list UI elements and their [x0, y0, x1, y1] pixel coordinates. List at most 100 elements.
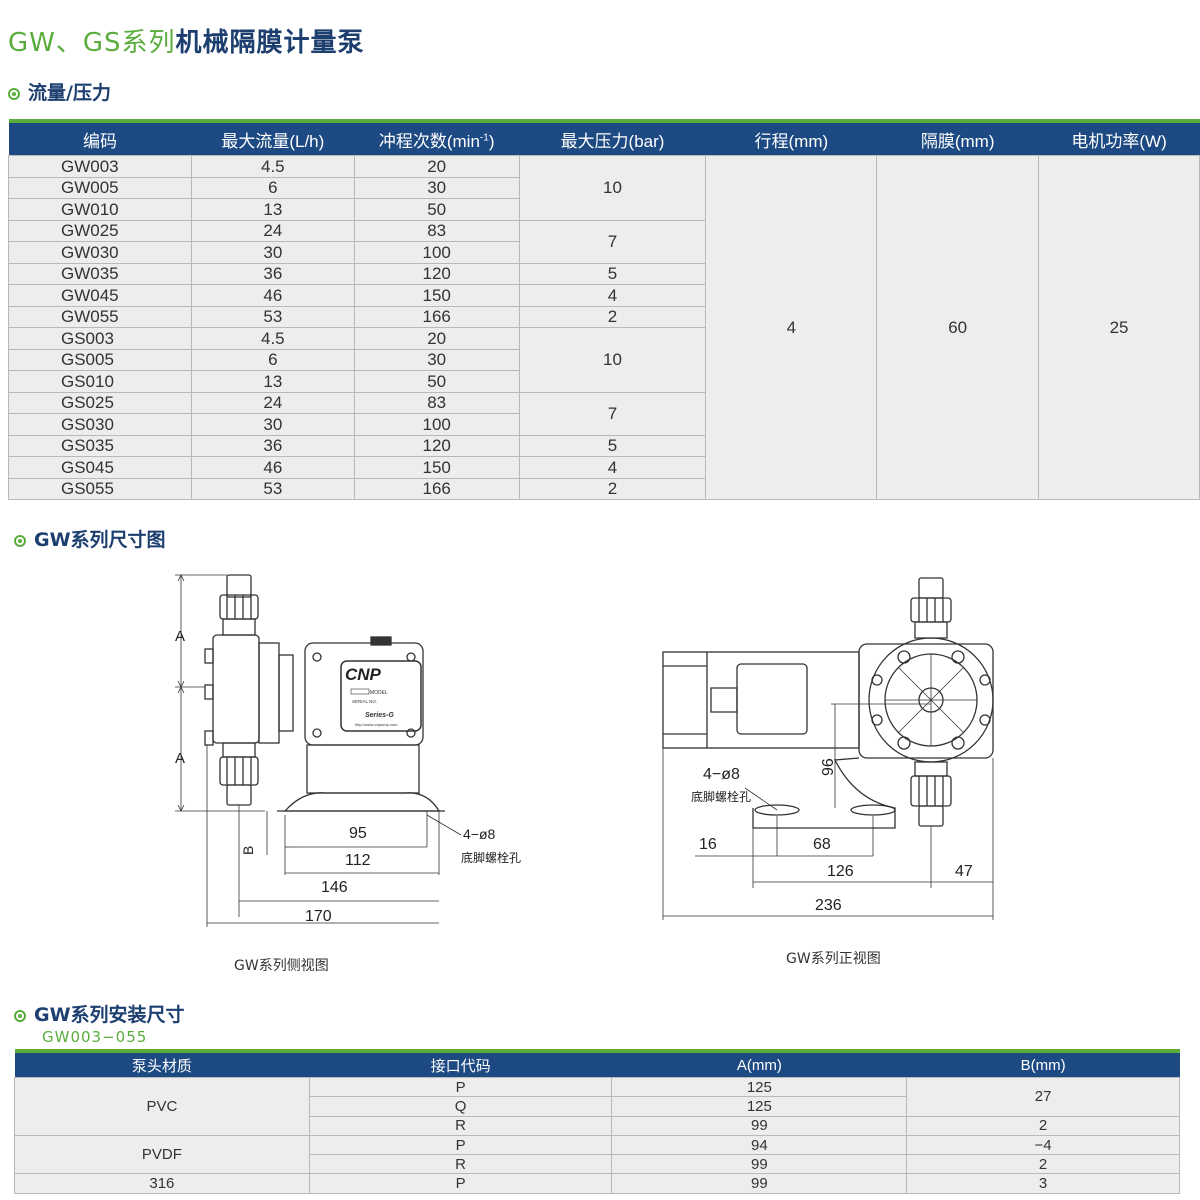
cell-a: 125 — [611, 1096, 908, 1117]
cell-flow: 13 — [190, 198, 355, 221]
brand-logo-text: CNP — [345, 665, 382, 684]
cell-stroke-rate: 50 — [353, 198, 520, 221]
col-header-code: 编码 — [8, 119, 192, 156]
cell-a: 94 — [611, 1134, 908, 1156]
dim-47: 47 — [955, 863, 973, 880]
cell-b: 27 — [906, 1077, 1180, 1117]
cell-a: 99 — [611, 1154, 908, 1175]
col-header-port-code: 接口代码 — [309, 1049, 612, 1078]
cell-material: PVDF — [14, 1134, 310, 1175]
flow-pressure-table: 编码 最大流量(L/h) 冲程次数(min-1) 最大压力(bar) 行程(mm… — [8, 119, 1200, 500]
col-header-diaphragm: 隔膜(mm) — [876, 119, 1039, 156]
cell-a: 99 — [611, 1173, 908, 1194]
cell-port-code: P — [308, 1076, 613, 1098]
dim-16: 16 — [699, 836, 717, 853]
svg-text:Series-G: Series-G — [365, 712, 394, 719]
dim-68: 68 — [813, 836, 831, 853]
cell-b: 3 — [906, 1173, 1180, 1194]
side-view-caption: GW系列侧视图 — [234, 958, 329, 974]
cell-flow: 13 — [190, 370, 355, 393]
svg-text:MODEL: MODEL — [370, 690, 388, 696]
cell-pressure: 10 — [518, 155, 707, 221]
cell-stroke-length: 4 — [705, 155, 878, 500]
cell-flow: 53 — [190, 305, 355, 328]
cell-pressure: 4 — [518, 284, 707, 307]
cell-code: GS045 — [8, 456, 192, 479]
cell-flow: 30 — [190, 413, 355, 436]
dim-236: 236 — [815, 897, 842, 914]
bullet-icon — [14, 534, 26, 547]
cell-pressure: 2 — [518, 305, 707, 328]
cell-pressure: 5 — [518, 434, 707, 457]
label-b: B — [240, 846, 256, 855]
dim-96: 96 — [820, 758, 837, 776]
col-header-pressure: 最大压力(bar) — [519, 119, 706, 156]
cell-stroke-rate: 166 — [353, 477, 520, 500]
section-flow-label: 流量/压力 — [28, 82, 111, 104]
col-header-stroke-rate: 冲程次数(min-1) — [354, 119, 520, 156]
cell-port-code: R — [308, 1115, 613, 1136]
cell-b: −4 — [906, 1134, 1180, 1156]
cell-stroke-rate: 30 — [353, 348, 520, 371]
col-header-flow: 最大流量(L/h) — [191, 119, 355, 156]
label-a-upper: A — [175, 628, 185, 645]
cell-diaphragm: 60 — [876, 155, 1040, 500]
cell-port-code: P — [308, 1134, 613, 1156]
cell-b: 2 — [906, 1154, 1180, 1175]
dim-112: 112 — [345, 852, 371, 869]
section-install-heading: GW系列安装尺寸 — [14, 1000, 185, 1027]
cell-code: GS003 — [8, 327, 192, 350]
cell-flow: 46 — [190, 456, 355, 479]
cell-flow: 6 — [190, 348, 355, 371]
label-a-lower: A — [175, 750, 185, 767]
cell-motor: 25 — [1038, 155, 1200, 500]
cell-flow: 4.5 — [190, 155, 355, 178]
cell-flow: 6 — [190, 176, 355, 199]
cell-code: GW005 — [8, 176, 192, 199]
cell-stroke-rate: 50 — [353, 370, 520, 393]
side-view-drawing: CNP MODEL SERIAL NO. Series-G http://www… — [175, 574, 521, 927]
col-header-motor: 电机功率(W) — [1038, 119, 1200, 156]
cell-code: GW010 — [8, 198, 192, 221]
dim-126: 126 — [827, 863, 854, 880]
cell-stroke-rate: 20 — [353, 327, 520, 350]
cell-pressure: 4 — [518, 456, 707, 479]
cell-pressure: 7 — [518, 219, 707, 264]
cell-pressure: 2 — [518, 477, 707, 500]
hole-label-side: 底脚螺栓孔 — [461, 850, 521, 865]
cell-code: GW035 — [8, 262, 192, 285]
hole-spec-front: 4−ø8 — [703, 766, 740, 783]
cell-code: GS010 — [8, 370, 192, 393]
cell-stroke-rate: 20 — [353, 155, 520, 178]
svg-text:SERIAL NO.: SERIAL NO. — [352, 699, 377, 704]
cell-flow: 53 — [190, 477, 355, 500]
cell-material: PVC — [14, 1077, 310, 1136]
col-header-stroke-length: 行程(mm) — [705, 119, 877, 156]
hole-label-front: 底脚螺栓孔 — [691, 789, 751, 804]
cell-code: GS005 — [8, 348, 192, 371]
cell-flow: 36 — [190, 262, 355, 285]
cell-port-code: P — [308, 1173, 613, 1194]
dim-146: 146 — [321, 879, 348, 896]
cell-code: GS035 — [8, 434, 192, 457]
hole-spec-side: 4−ø8 — [463, 826, 496, 842]
dim-95: 95 — [349, 825, 367, 842]
cell-code: GS055 — [8, 477, 192, 500]
col-header-a: A(mm) — [611, 1049, 907, 1078]
cell-stroke-rate: 100 — [353, 413, 520, 436]
cell-stroke-rate: 30 — [353, 176, 520, 199]
section-dim-heading: GW系列尺寸图 — [14, 525, 166, 552]
